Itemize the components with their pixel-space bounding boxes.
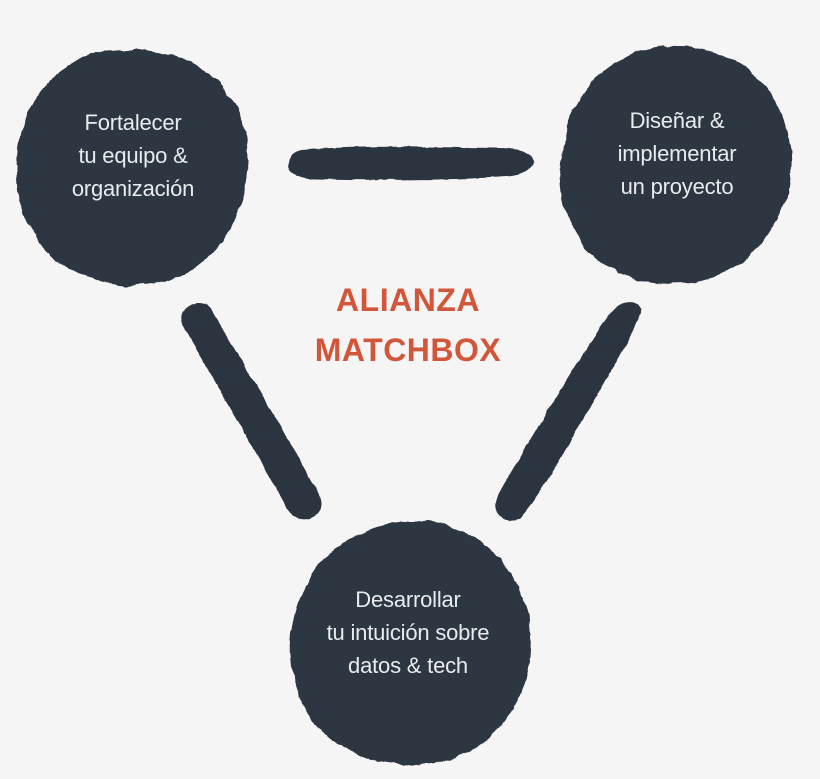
connector-top <box>289 146 534 180</box>
connector-right <box>495 301 642 521</box>
diagram-center-title: ALIANZA MATCHBOX <box>258 275 558 375</box>
node-blob-design[interactable] <box>560 45 792 285</box>
center-title-line: MATCHBOX <box>314 332 502 368</box>
node-blob-strengthen[interactable] <box>16 48 249 286</box>
connector-left <box>180 302 322 520</box>
node-blob-develop[interactable] <box>290 520 531 766</box>
center-title-line: ALIANZA <box>336 282 480 318</box>
